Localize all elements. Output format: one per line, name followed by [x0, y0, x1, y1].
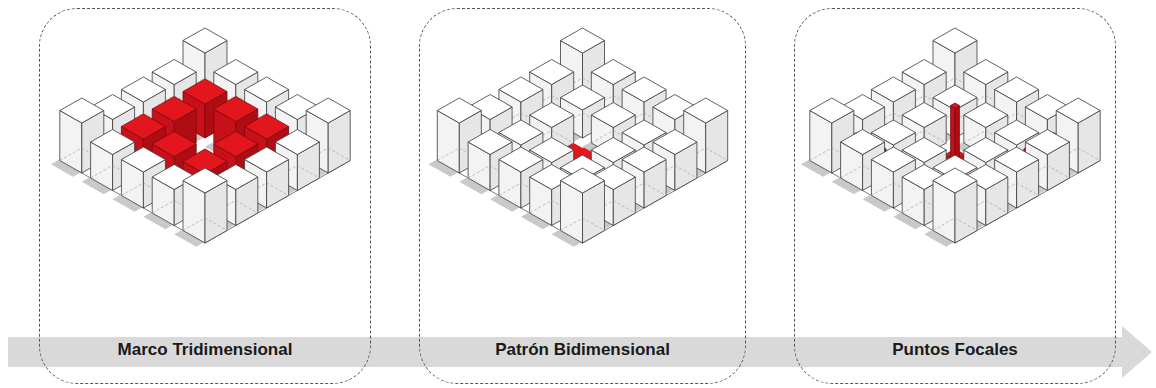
- block-roof: [245, 114, 289, 139]
- block-roof: [591, 103, 635, 128]
- block-roof: [964, 60, 1008, 85]
- block-roof: [871, 147, 915, 172]
- block-roof: [933, 85, 977, 110]
- block-roof: [530, 60, 574, 85]
- block-roof: [499, 77, 543, 102]
- block-roof: [121, 147, 165, 172]
- block-roof: [871, 77, 915, 102]
- block-roof: [437, 98, 481, 123]
- block-roof: [275, 130, 319, 155]
- ground-plane: [60, 78, 350, 243]
- hidden-edge: [561, 218, 605, 231]
- block-roof: [951, 103, 960, 108]
- block-roof: [121, 77, 165, 102]
- block-roof: [561, 168, 605, 193]
- stage-panel: Puntos Focales: [794, 8, 1116, 384]
- stage-panel: Patrón Bidimensional: [419, 8, 746, 384]
- block-roof: [561, 85, 605, 110]
- block-roof: [214, 97, 258, 122]
- block-roof: [964, 103, 1008, 128]
- block-roof: [468, 130, 512, 155]
- stage-label: Puntos Focales: [795, 339, 1115, 361]
- block-roof: [902, 103, 946, 128]
- block-roof: [933, 168, 977, 193]
- block-roof: [684, 98, 728, 123]
- block-roof: [995, 147, 1039, 172]
- block-roof: [214, 132, 258, 157]
- block-roof: [499, 147, 543, 172]
- block-roof: [306, 98, 350, 123]
- block-roof: [1025, 130, 1069, 155]
- block-face: [951, 106, 955, 164]
- block-roof: [561, 28, 605, 53]
- block-roof: [841, 130, 885, 155]
- block-roof: [902, 60, 946, 85]
- block-roof: [245, 77, 289, 102]
- block-roof: [121, 114, 165, 139]
- process-arrow-band: [8, 326, 1152, 378]
- block-roof: [91, 130, 135, 155]
- hidden-edge: [933, 218, 977, 231]
- block-roof: [183, 79, 227, 104]
- block-roof: [245, 147, 289, 172]
- block-roof: [152, 132, 196, 157]
- block-roof: [622, 77, 666, 102]
- block-face: [955, 106, 959, 164]
- stage-label: Patrón Bidimensional: [420, 339, 745, 361]
- block-roof: [591, 60, 635, 85]
- ground-plane: [437, 78, 727, 243]
- block-drawings: [51, 28, 1100, 247]
- stage-panel: Marco Tridimensional: [39, 8, 371, 384]
- block-roof: [60, 98, 104, 123]
- block-roof: [653, 130, 697, 155]
- block-roof: [183, 28, 227, 53]
- block-roof: [152, 60, 196, 85]
- block-roof: [995, 77, 1039, 102]
- block-roof: [152, 97, 196, 122]
- block-roof: [810, 98, 854, 123]
- block-roof: [933, 28, 977, 53]
- ground-plane: [810, 78, 1100, 243]
- hidden-edge: [183, 218, 227, 231]
- block-roof: [530, 103, 574, 128]
- block-roof: [214, 60, 258, 85]
- block-roof: [1056, 98, 1100, 123]
- block-roof: [622, 147, 666, 172]
- stage-label: Marco Tridimensional: [40, 339, 370, 361]
- block-roof: [183, 168, 227, 193]
